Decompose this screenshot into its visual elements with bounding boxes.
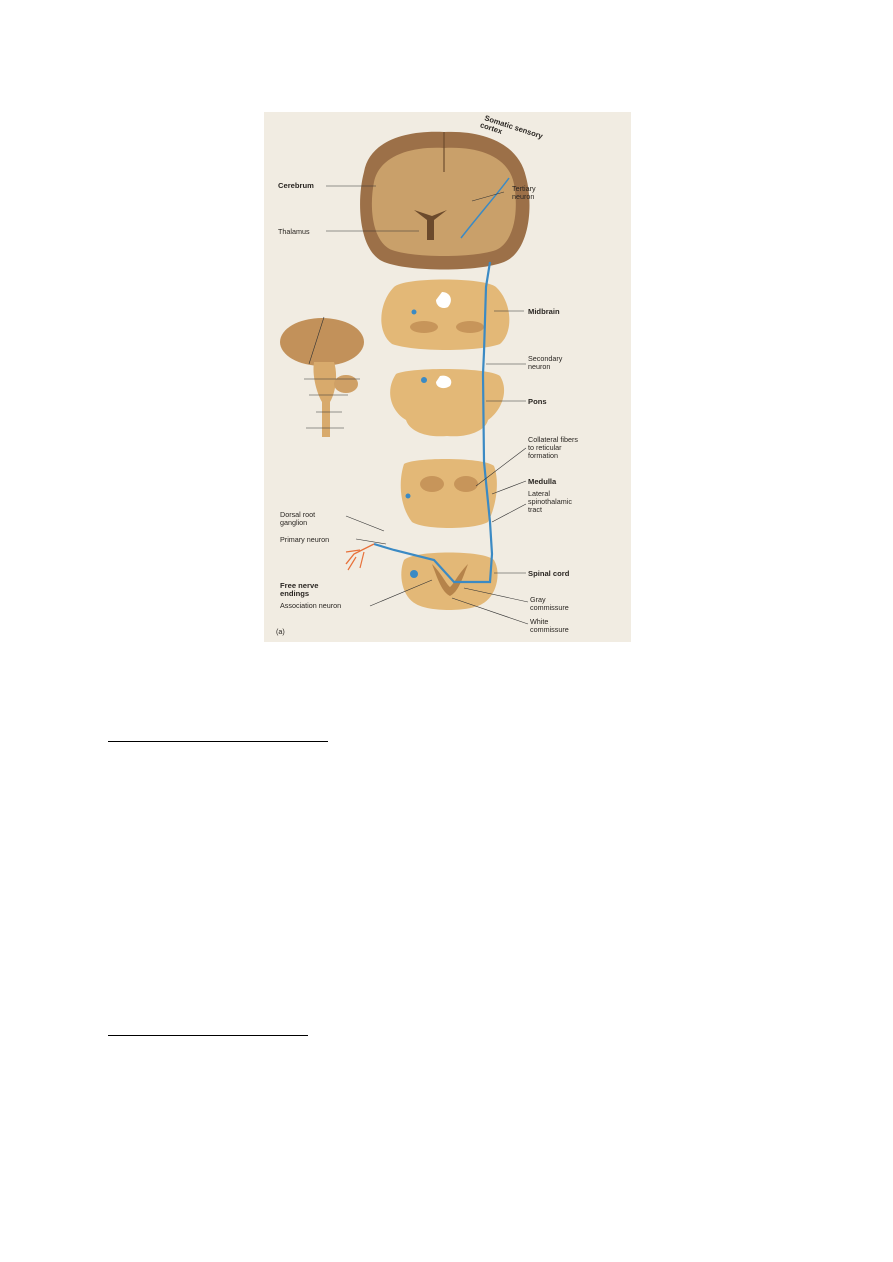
cerebrum-section: [360, 131, 530, 270]
label-association-neuron: Association neuron: [280, 601, 341, 610]
label-secondary-neuron: neuron: [528, 362, 550, 371]
label-lateral: Lateral: [528, 489, 550, 498]
sensory-pathway: [345, 177, 510, 584]
label-cerebrum: Cerebrum: [278, 181, 314, 190]
label-ganglion: ganglion: [280, 518, 307, 527]
label-gray-commissure: commissure: [530, 603, 569, 612]
label-midbrain: Midbrain: [528, 307, 560, 316]
spinal-cord-section: [401, 552, 498, 610]
label-medulla: Medulla: [528, 477, 557, 486]
brainstem-inset: [280, 316, 364, 437]
label-spinal-cord: Spinal cord: [528, 569, 570, 578]
label-free-nerve: Free nerve: [280, 581, 318, 590]
section-heading-rule-1: [108, 741, 328, 742]
midbrain-section: [381, 279, 510, 350]
label-gray: Gray: [530, 595, 546, 604]
label-white-commissure: commissure: [530, 625, 569, 634]
panel-letter: (a): [276, 627, 285, 636]
label-primary-neuron: Primary neuron: [280, 535, 329, 544]
label-endings: endings: [280, 589, 309, 598]
label-collateral-3: formation: [528, 451, 558, 460]
label-thalamus: Thalamus: [278, 227, 310, 236]
pons-section: [390, 368, 505, 437]
section-heading-rule-2: [108, 1035, 308, 1036]
label-collateral-2: to reticular: [528, 443, 562, 452]
label-tertiary: Tertiary: [512, 184, 536, 193]
label-tertiary-neuron: neuron: [512, 192, 534, 201]
label-dorsal-root: Dorsal root: [280, 510, 315, 519]
label-secondary: Secondary: [528, 354, 563, 363]
label-collateral-1: Collateral fibers: [528, 435, 578, 444]
label-spinothalamic: spinothalamic: [528, 497, 572, 506]
medulla-section: [400, 458, 497, 528]
label-white: White: [530, 617, 548, 626]
label-pons: Pons: [528, 397, 547, 406]
label-leader-lines: [326, 185, 529, 625]
label-tract: tract: [528, 505, 542, 514]
